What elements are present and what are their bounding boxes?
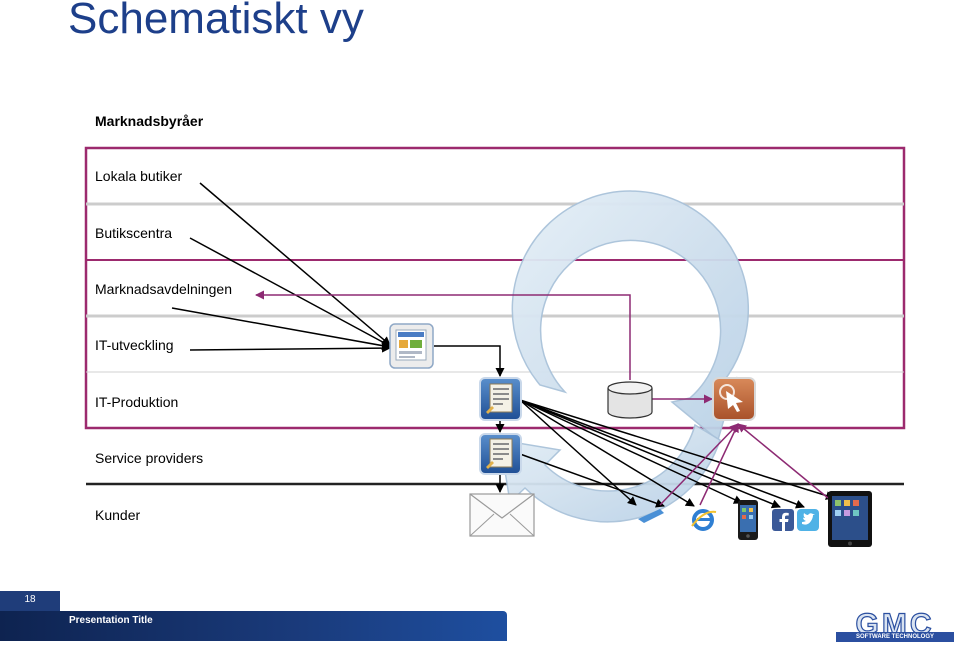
lane-label-marknadsbyraer: Marknadsbyråer	[95, 113, 204, 129]
footer-title: Presentation Title	[69, 615, 153, 626]
smartphone-icon	[738, 500, 758, 540]
lane-label-service-providers: Service providers	[95, 450, 204, 466]
lanes-frame	[84, 146, 906, 430]
lane-label-it-produktion: IT-Produktion	[95, 394, 179, 410]
tablet-icon	[828, 491, 872, 547]
lane-label-kunder: Kunder	[95, 507, 141, 523]
internet-explorer-icon	[691, 509, 717, 531]
database-icon	[607, 381, 653, 419]
browser-window-icon	[638, 509, 664, 523]
black-arrows	[171, 182, 835, 509]
lane-separators	[84, 146, 906, 486]
lane-label-butikscentra: Butikscentra	[95, 225, 173, 241]
slide-title: Schematiskt vy	[68, 0, 364, 43]
schematic-diagram	[84, 146, 906, 547]
lane-label-marknadsavdelningen: Marknadsavdelningen	[95, 281, 232, 297]
purple-arrows	[255, 290, 829, 506]
template-document-icon	[479, 433, 522, 475]
logo-subtitle: SOFTWARE TECHNOLOGY	[836, 632, 954, 642]
twitter-icon	[797, 509, 819, 531]
lane-label-it-utveckling: IT-utveckling	[95, 337, 174, 353]
lane-label-lokala-butiker: Lokala butiker	[95, 168, 183, 184]
footer-bar	[0, 611, 507, 641]
touch-app-icon	[712, 377, 756, 421]
cms-editor-icon	[389, 323, 434, 369]
template-document-icon	[479, 377, 522, 421]
email-icon	[469, 493, 535, 537]
facebook-icon	[772, 509, 794, 531]
